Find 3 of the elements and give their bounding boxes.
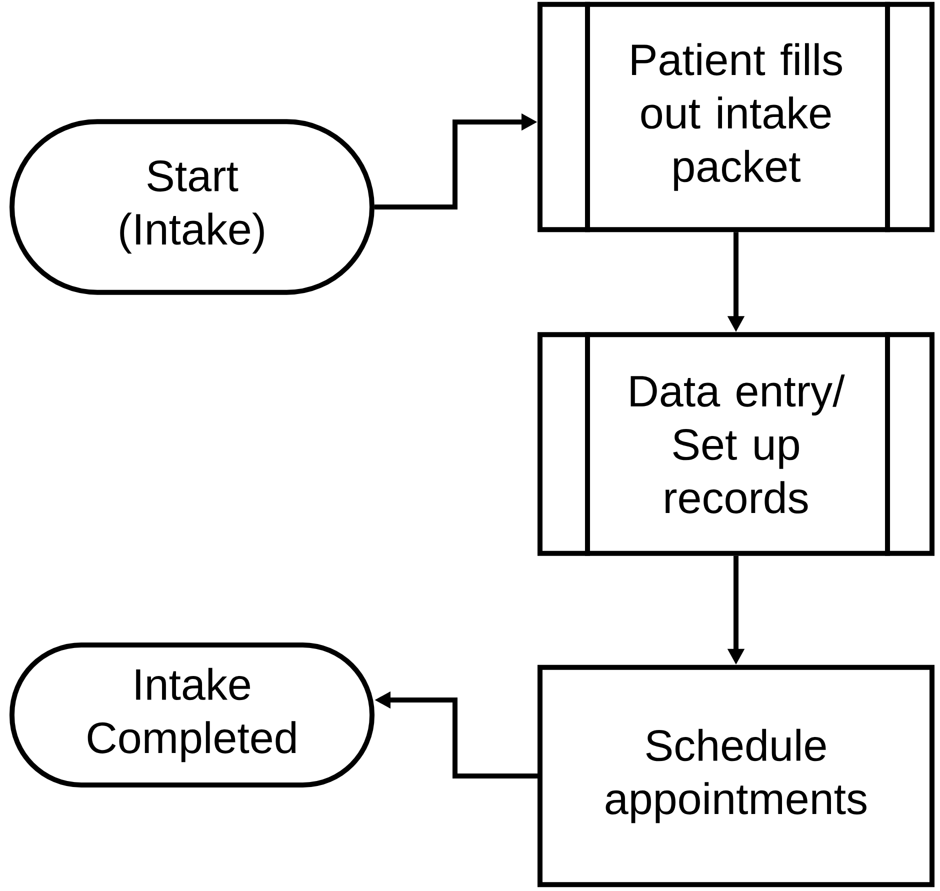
subprocess-box: Data entry/ Set up records	[538, 332, 934, 556]
process-box: Schedule appointments	[538, 664, 934, 888]
subprocess-box: Patient fills out intake packet	[538, 2, 934, 232]
